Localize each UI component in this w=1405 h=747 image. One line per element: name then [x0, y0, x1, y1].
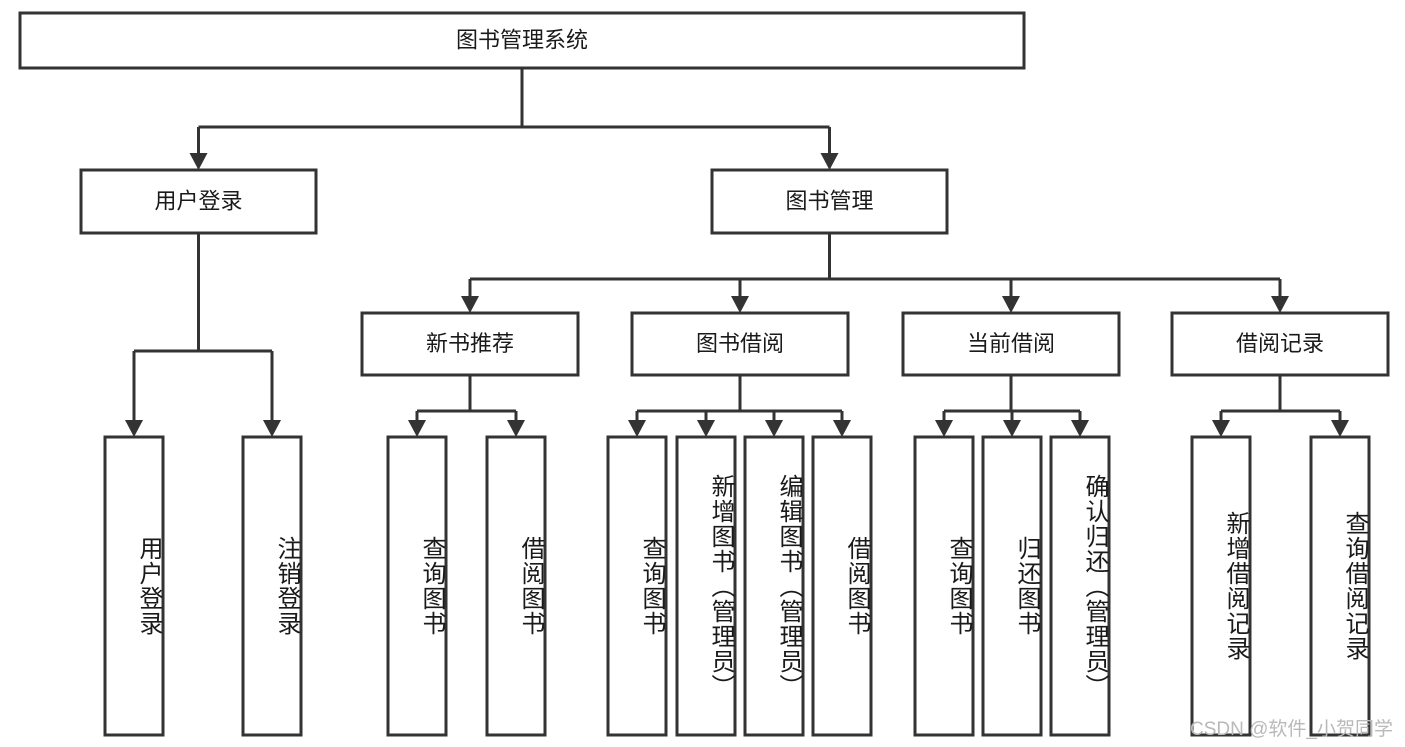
node-box — [79, 168, 318, 235]
leaf-box — [675, 435, 737, 737]
leaf-box — [913, 435, 975, 737]
node-book-manage[interactable]: 图书管理 — [710, 168, 949, 235]
node-label: 图书管理系统 — [456, 27, 588, 52]
leaf-box — [485, 435, 547, 737]
leaf-box — [981, 435, 1043, 737]
leaf-leaf-record-query[interactable] — [1309, 435, 1371, 737]
node-box — [1170, 311, 1390, 377]
node-box — [18, 11, 1026, 70]
node-label: 图书管理 — [785, 188, 873, 213]
leaf-box — [606, 435, 668, 737]
node-current-borrow[interactable]: 当前借阅 — [901, 311, 1121, 377]
leaf-box — [241, 435, 303, 737]
leaf-leaf-record-add[interactable] — [1190, 435, 1252, 737]
leaf-box — [386, 435, 448, 737]
node-box — [901, 311, 1121, 377]
leaf-box — [1049, 435, 1111, 737]
leaf-box — [743, 435, 805, 737]
node-root[interactable]: 图书管理系统 — [18, 11, 1026, 70]
leaf-box — [1190, 435, 1252, 737]
node-book-borrow[interactable]: 图书借阅 — [630, 311, 850, 377]
leaf-leaf-current-return-book[interactable] — [981, 435, 1043, 737]
node-label: 当前借阅 — [967, 331, 1055, 356]
leaf-box — [811, 435, 873, 737]
node-label: 图书借阅 — [696, 331, 784, 356]
leaf-leaf-borrow-edit-book[interactable] — [743, 435, 805, 737]
node-new-book-rec[interactable]: 新书推荐 — [360, 311, 580, 377]
node-label: 新书推荐 — [426, 331, 514, 356]
node-borrow-record[interactable]: 借阅记录 — [1170, 311, 1390, 377]
leaf-leaf-rec-query-book[interactable] — [386, 435, 448, 737]
leaf-box — [1309, 435, 1371, 737]
node-label: 借阅记录 — [1236, 331, 1324, 356]
leaf-leaf-borrow-query-book[interactable] — [606, 435, 668, 737]
leaf-leaf-rec-borrow-book[interactable] — [485, 435, 547, 737]
leaf-box — [103, 435, 165, 737]
leaf-leaf-current-confirm-return[interactable] — [1049, 435, 1111, 737]
watermark: CSDN @软件_小贺同学 — [1190, 719, 1393, 740]
leaf-leaf-user-login[interactable] — [103, 435, 165, 737]
node-box — [630, 311, 850, 377]
node-box — [360, 311, 580, 377]
leaf-leaf-user-logout[interactable] — [241, 435, 303, 737]
connector-layer — [125, 68, 1349, 437]
leaf-leaf-borrow-borrow-book[interactable] — [811, 435, 873, 737]
leaf-leaf-borrow-add-book[interactable] — [675, 435, 737, 737]
node-user-login[interactable]: 用户登录 — [79, 168, 318, 235]
leaf-leaf-current-query-book[interactable] — [913, 435, 975, 737]
node-label: 用户登录 — [154, 188, 242, 213]
node-box — [710, 168, 949, 235]
